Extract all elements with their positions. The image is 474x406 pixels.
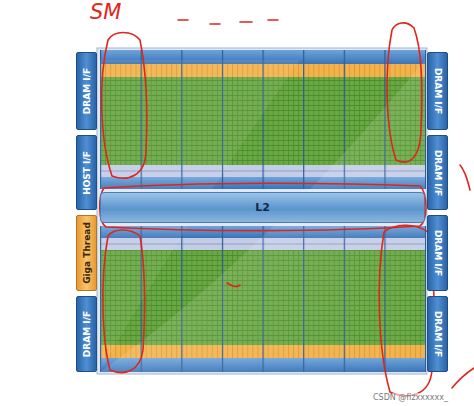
box-label: DRAM I/F [82, 311, 92, 357]
handwritten-note: SM [90, 0, 121, 24]
watermark: CSDN @fizxxxxxx_ [372, 393, 449, 402]
box-label: DRAM I/F [433, 68, 443, 114]
box-label: DRAM I/F [433, 311, 443, 357]
interface-box: DRAM I/F [427, 52, 448, 130]
box-label: DRAM I/F [433, 149, 443, 195]
interface-box: DRAM I/F [427, 135, 448, 210]
interface-box: HOST I/F [76, 135, 97, 210]
interface-box: DRAM I/F [76, 296, 97, 372]
box-label: HOST I/F [82, 151, 92, 195]
box-label: Giga Thread [82, 222, 92, 284]
interface-box: DRAM I/F [427, 215, 448, 291]
interface-box: DRAM I/F [427, 296, 448, 372]
interface-box: Giga Thread [76, 215, 97, 291]
box-label: DRAM I/F [82, 68, 92, 114]
interface-box: DRAM I/F [76, 52, 97, 130]
box-label: DRAM I/F [433, 230, 443, 276]
cache-band: L2 [100, 192, 425, 223]
box-label: L2 [255, 201, 270, 214]
